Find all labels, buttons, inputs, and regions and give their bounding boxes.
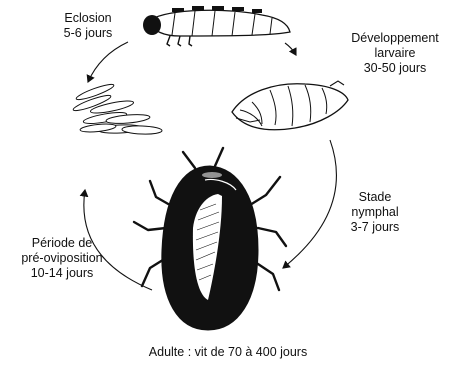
eclosion-label: Eclosion 5-6 jours xyxy=(48,11,128,41)
preoviposition-duration: 10-14 jours xyxy=(8,266,116,281)
cycle-arrow-icon xyxy=(285,43,296,55)
beetle-icon xyxy=(134,148,286,330)
preoviposition-title-line1: Période de xyxy=(8,236,116,251)
adult-caption-text: Adulte : vit de 70 à 400 jours xyxy=(100,345,356,360)
pupal-stage-label: Stade nymphal 3-7 jours xyxy=(335,190,415,235)
larval-title-line1: Développement xyxy=(340,31,450,46)
pupal-duration: 3-7 jours xyxy=(335,220,415,235)
preoviposition-title-line2: pré-oviposition xyxy=(8,251,116,266)
pupa-icon xyxy=(232,81,348,130)
cycle-arrow-icon xyxy=(283,140,336,268)
larval-development-label: Développement larvaire 30-50 jours xyxy=(340,31,450,76)
eclosion-duration: 5-6 jours xyxy=(48,26,128,41)
larval-title-line2: larvaire xyxy=(340,46,450,61)
larval-duration: 30-50 jours xyxy=(340,61,450,76)
preoviposition-label: Période de pré-oviposition 10-14 jours xyxy=(8,236,116,281)
eclosion-title: Eclosion xyxy=(48,11,128,26)
eggs-icon xyxy=(72,82,162,135)
cycle-arrow-icon xyxy=(88,42,128,82)
larva-icon xyxy=(143,6,290,46)
pupal-title-line2: nymphal xyxy=(335,205,415,220)
adult-caption: Adulte : vit de 70 à 400 jours xyxy=(100,345,356,360)
pupal-title-line1: Stade xyxy=(335,190,415,205)
